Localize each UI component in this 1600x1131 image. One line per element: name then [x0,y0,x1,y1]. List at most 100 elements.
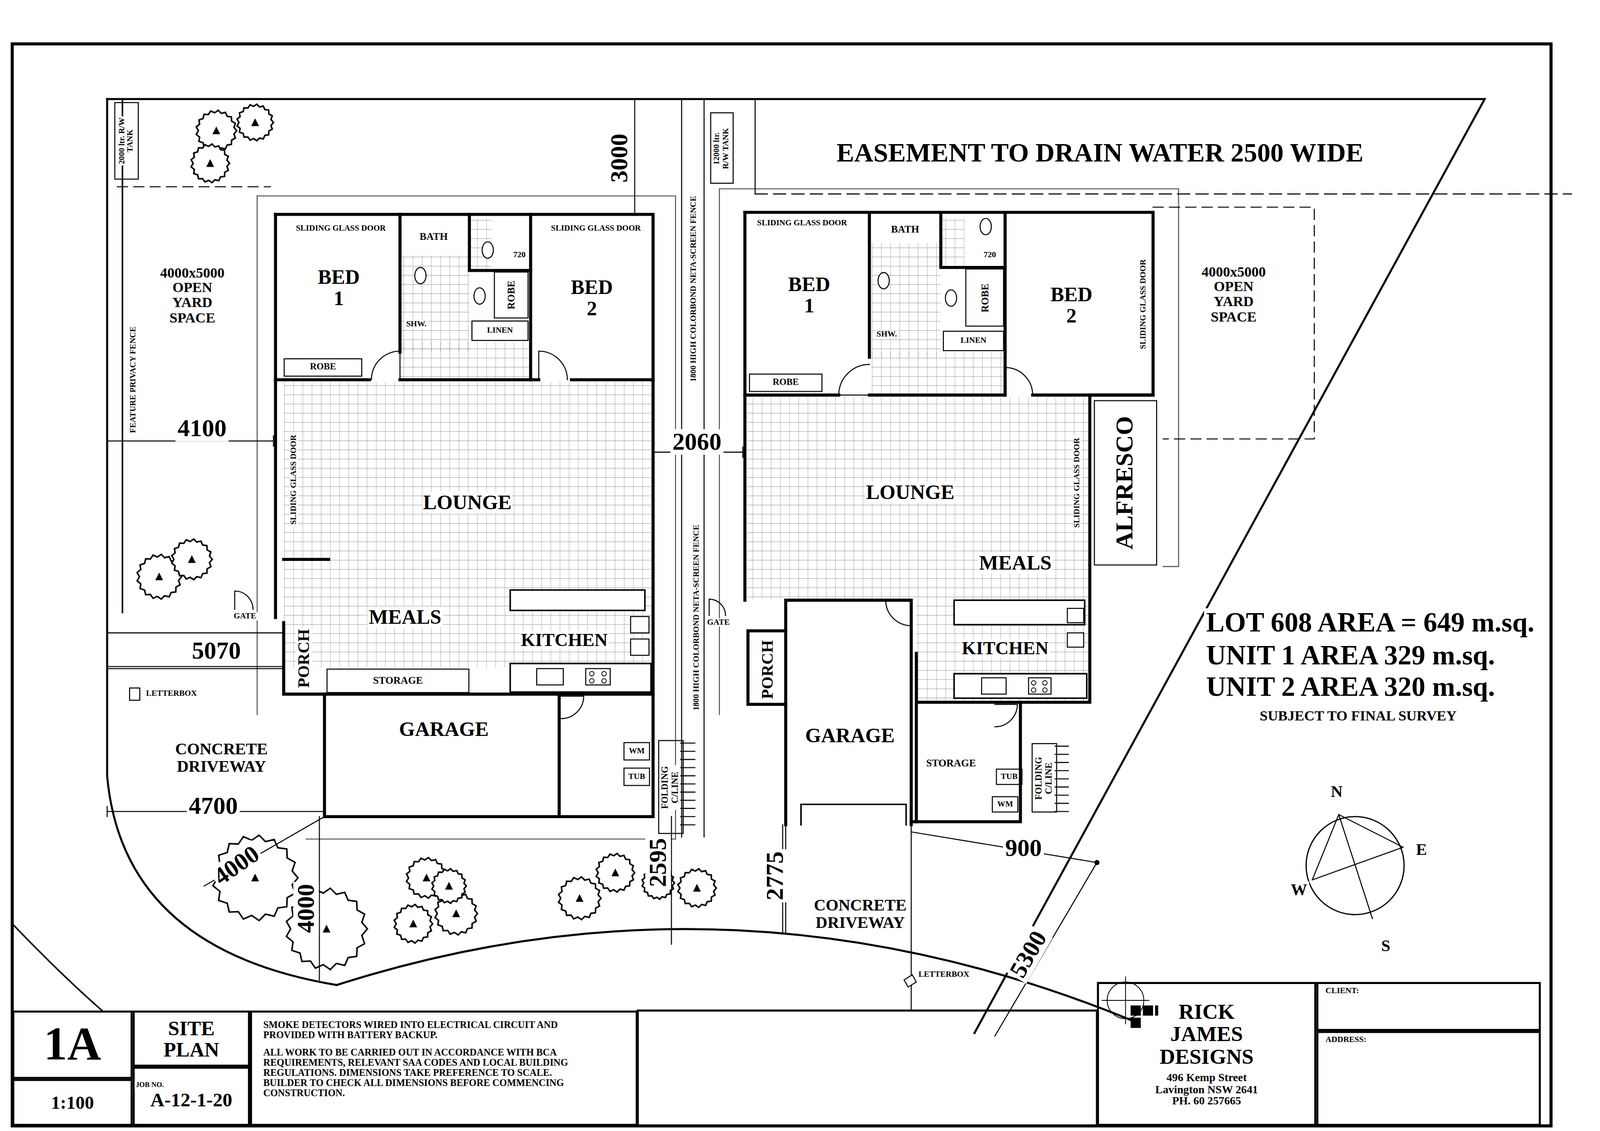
cooktop-burner [1042,680,1047,686]
robe-box-text: ROBE [505,279,517,311]
lot-boundary [107,99,1485,1034]
room-text: PORCH [295,628,313,690]
door-swing [709,599,726,616]
tree-centre [188,556,195,563]
room: BATH [871,218,939,241]
dimension-line [634,99,636,213]
garage-door [801,804,907,825]
dimension-label: 5300 [1004,924,1054,984]
path-edge [107,632,284,669]
appliance-box: TUB [623,767,650,786]
room-text: MEALS [978,551,1053,573]
robe-box-text: ROBE [979,281,990,313]
sanitary-fixture [878,272,890,290]
sanitary-fixture [414,267,426,284]
dimension-label: 2595 [645,836,672,890]
tree-symbol [558,877,602,920]
tree-centre [423,874,430,881]
kitchen-bench [954,600,1085,625]
designer-block-text: RICK JAMES DESIGNS [1158,1000,1255,1069]
rotated-text-frame: PORCH [748,634,786,705]
annotation-label: SLIDING GLASS DOOR [293,224,388,234]
title-block-cell: JOB NO.A-12-1-20 [132,1066,250,1126]
cooktop-burner [1031,680,1036,686]
annotation-label: GATE [704,618,732,628]
wall [940,214,1006,268]
room-text: BED 1 [787,273,832,317]
dimension-label: 4700 [186,793,240,820]
room-text: STORAGE [924,758,977,769]
dimension-label: 4000 [293,881,320,936]
linen-box: LINEN [942,330,1005,352]
alfresco-area: ALFRESCO [1093,400,1158,566]
title-block-cell-text: SITE PLAN [162,1017,221,1061]
annotation-label: N [1328,783,1345,801]
room-text: GARAGE [397,718,490,740]
room: KITCHEN [493,624,635,656]
annotation-label: SLIDING GLASS DOOR [755,219,850,228]
room: LOUNGE [283,471,652,533]
designer-block-text: 496 Kemp Street Lavington NSW 2641 PH. 6… [1148,1071,1265,1108]
wall [528,214,532,380]
dimension-label: EASEMENT TO DRAIN WATER 2500 WIDE [834,139,1366,168]
appliance-box: WM [991,796,1019,813]
annotation-label: 720 [981,250,999,260]
letterbox-symbol [129,688,140,701]
wall [785,600,912,825]
cooktop-burner [589,671,594,676]
tiled-floor [940,218,965,268]
notes-block-text: ALL WORK TO BE CARRIED OUT IN ACCORDANCE… [262,1048,571,1100]
room-text: BATH [418,231,449,243]
room-text: KITCHEN [519,630,609,650]
tree-centre [156,573,163,580]
title-block-cell: SITE PLAN [132,1010,250,1067]
title-block-cell-text: A-12-1-20 [149,1089,234,1111]
title-block-cell-text: CLIENT: [1324,986,1360,996]
driveway-edge [785,824,912,1011]
room: GARAGE [328,706,560,752]
annotation-label: 1800 HIGH COLORBOND NETA-SCREEN FENCE [692,522,702,713]
cooktop-burner [601,671,607,676]
open-yard-space-text: 4000x5000 OPEN YARD SPACE [1200,264,1267,325]
wall [398,214,402,353]
notes-block-text: SMOKE DETECTORS WIRED INTO ELECTRICAL CI… [262,1020,571,1042]
room-text: BED 2 [1049,283,1094,327]
logo-square [1130,1005,1141,1016]
wall [748,631,786,705]
tree-centre [576,895,583,902]
appliance-symbol [630,638,649,656]
appliance-box-text: WM [996,800,1014,809]
yard-outline [1153,207,1315,440]
room: BED 1 [279,218,398,358]
dimension-label: 2060 [670,428,724,455]
annotation-label: SLIDING GLASS DOOR [1139,257,1149,352]
room-text: BED 1 [316,266,361,310]
clothes-line-hatch [1055,746,1069,812]
water-tank-text: 12000 ltr. R/W TANK [712,122,730,174]
tree-symbol [190,144,230,183]
dimension-line [671,816,673,945]
title-block-cell-text: JOB NO. [134,1082,166,1090]
tiled-floor [871,242,941,357]
dimension-label: 2775 [762,849,789,903]
tree-centre [251,874,259,881]
door-swing [538,351,568,380]
door-swing [234,590,253,610]
annotation-label: E [1413,841,1429,859]
title-block-cell-text: ADDRESS: [1324,1036,1368,1045]
alfresco-area-text: ALFRESCO [1112,414,1139,551]
room: MEALS [954,545,1077,579]
logo-square [1143,1005,1154,1016]
annotation-label: SLIDING GLASS DOOR [548,224,643,234]
tree-centre [445,882,453,890]
cooktop-burner [1031,687,1036,692]
dimension-dot [1094,860,1100,866]
annotation-label: CONCRETE DRIVEWAY [173,741,270,776]
appliance-box-text: TUB [627,772,646,782]
annotation-label: SUBJECT TO FINAL SURVEY [1257,708,1459,724]
annotation-label: FEATURE PRIVACY FENCE [129,324,139,436]
annotation-label: S [1379,937,1393,955]
logo-square [1130,1017,1141,1028]
cooktop-burner [601,678,607,683]
privacy-fence [121,99,124,613]
